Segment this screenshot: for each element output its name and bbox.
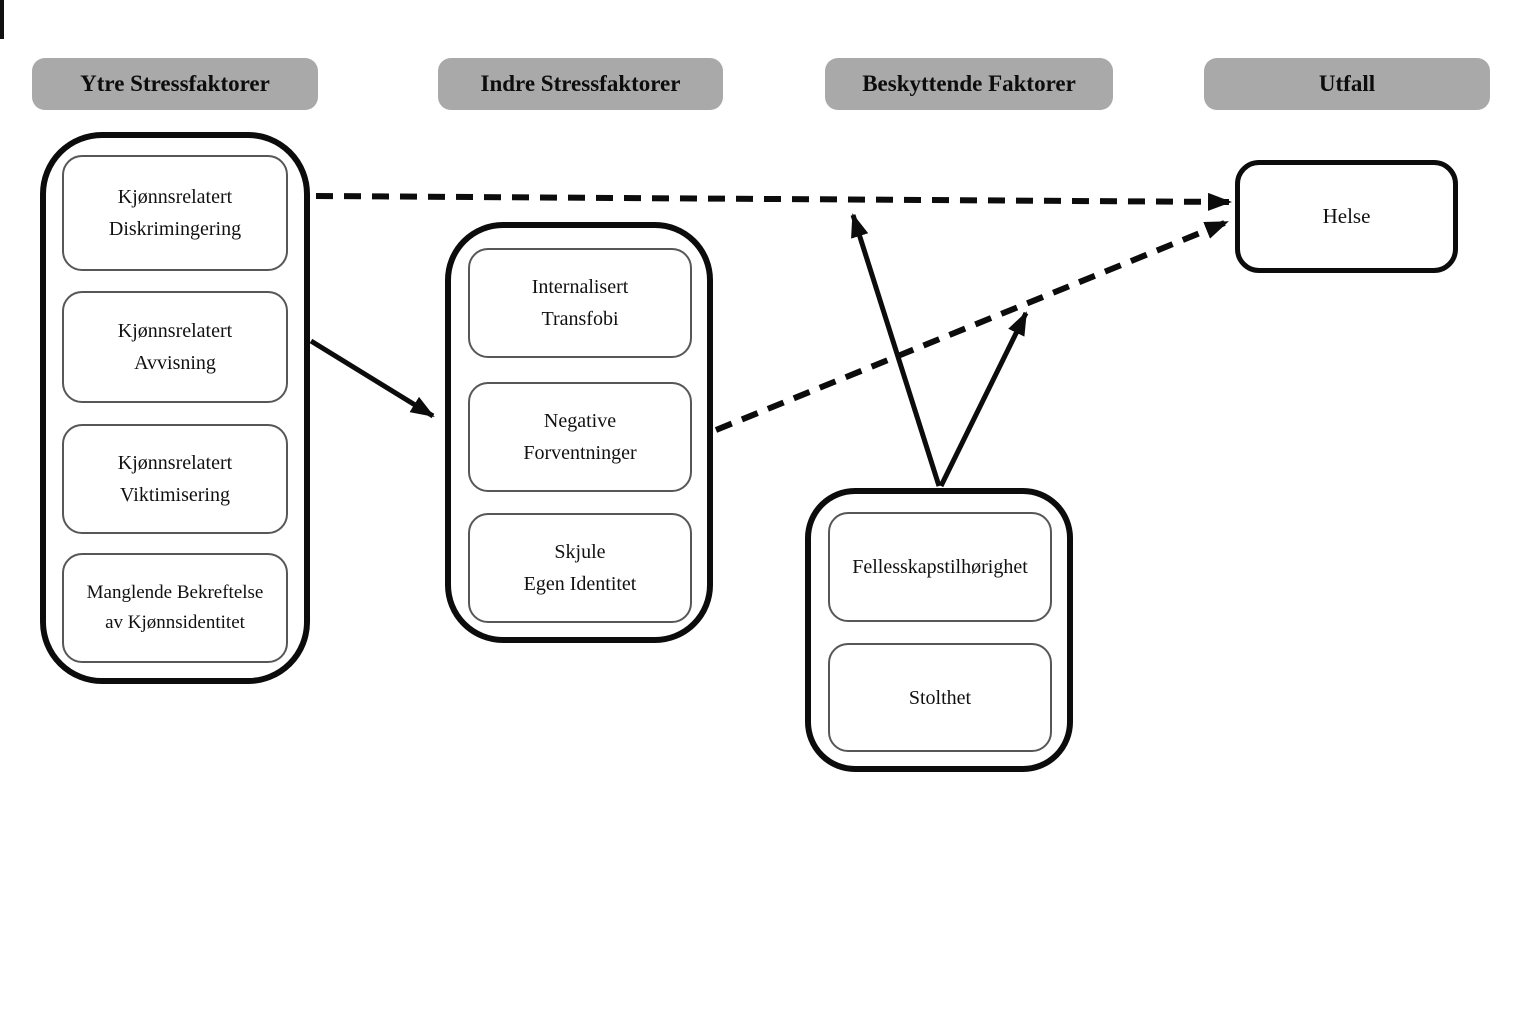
edge-ytre-to-helse [315, 192, 1232, 211]
scan-artifact-line [0, 0, 4, 39]
node-skjule-egen-identitet: Skjule Egen Identitet [468, 513, 692, 623]
group-beskyttende-faktorer: Fellesskapstilhørighet Stolthet [805, 488, 1073, 772]
node-kjonnsrelatert-diskrimingering: Kjønnsrelatert Diskrimingering [62, 155, 288, 271]
edge-beskyttende-moderates-indre-helse [938, 311, 1029, 488]
group-indre-stressfaktorer: Internalisert Transfobi Negative Forvent… [445, 222, 713, 643]
node-negative-forventninger: Negative Forventninger [468, 382, 692, 492]
column-header-utfall: Utfall [1204, 58, 1490, 110]
node-stolthet: Stolthet [828, 643, 1052, 752]
node-internalisert-transfobi: Internalisert Transfobi [468, 248, 692, 358]
edge-ytre-to-indre [309, 338, 435, 419]
edge-beskyttende-moderates-ytre-helse [850, 213, 942, 487]
column-header-indre-stressfaktorer: Indre Stressfaktorer [438, 58, 723, 110]
node-manglende-bekreftelse: Manglende Bekreftelse av Kjønnsidentitet [62, 553, 288, 663]
column-header-beskyttende-faktorer: Beskyttende Faktorer [825, 58, 1113, 110]
node-fellesskapstilhorighet: Fellesskapstilhørighet [828, 512, 1052, 622]
node-kjonnsrelatert-viktimisering: Kjønnsrelatert Viktimisering [62, 424, 288, 534]
edge-indre-to-helse [714, 219, 1229, 433]
column-header-ytre-stressfaktorer: Ytre Stressfaktorer [32, 58, 318, 110]
node-kjonnsrelatert-avvisning: Kjønnsrelatert Avvisning [62, 291, 288, 403]
node-helse: Helse [1235, 160, 1458, 273]
group-ytre-stressfaktorer: Kjønnsrelatert Diskrimingering Kjønnsrel… [40, 132, 310, 684]
